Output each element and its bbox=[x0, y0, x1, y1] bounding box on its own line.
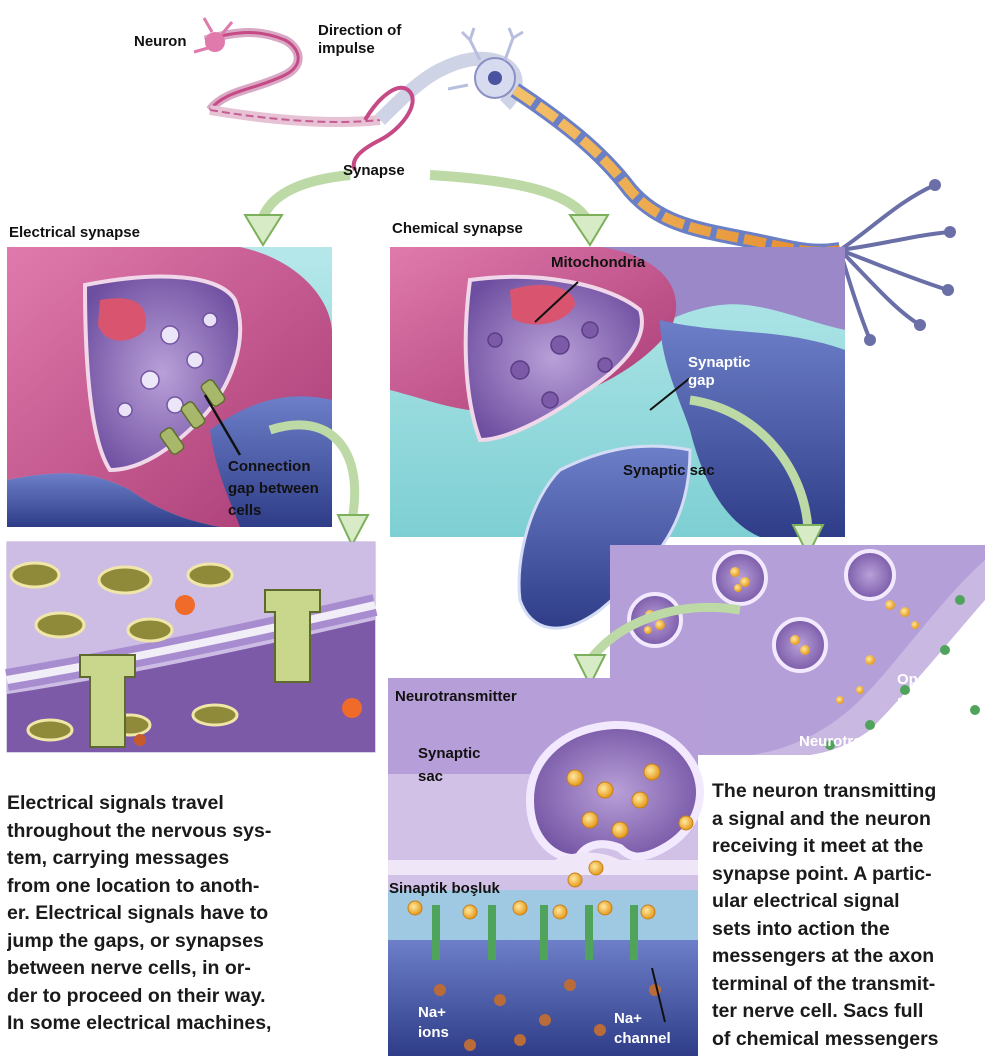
paragraph-right: The neuron transmitting a signal and the… bbox=[712, 778, 985, 1056]
label-connection-gap: Connection gap between cells bbox=[228, 456, 319, 522]
label-neurotransmitter-right: Neurotransmitter bbox=[799, 733, 921, 751]
label-synaptic-sac-bottom: Synaptic sac bbox=[418, 742, 481, 788]
arrow-right-head bbox=[570, 215, 608, 245]
label-direction-of-impulse: Direction of impulse bbox=[318, 22, 401, 58]
label-sinaptik-bosluk: Sinaptik boşluk bbox=[389, 880, 500, 898]
label-electrical-synapse: Electrical synapse bbox=[9, 224, 140, 242]
label-synaptic-gap: Synaptic gap bbox=[688, 354, 751, 390]
label-mitochondria: Mitochondria bbox=[551, 254, 645, 272]
arrow-left-head bbox=[245, 215, 282, 245]
paragraph-left: Electrical signals travel throughout the… bbox=[7, 790, 379, 1056]
label-na-ions: Na+ ions bbox=[418, 1003, 449, 1043]
electrical-zoom-panel bbox=[7, 542, 375, 752]
label-chemical-synapse: Chemical synapse bbox=[392, 220, 523, 238]
label-synapse: Synapse bbox=[343, 162, 405, 180]
label-neurotransmitter-left: Neurotransmitter bbox=[395, 688, 517, 706]
arrow-head-zoom-left bbox=[338, 515, 368, 545]
label-na-channel: Na+ channel bbox=[614, 1009, 671, 1049]
synapse-arrows bbox=[262, 175, 590, 225]
label-open-receptor: Open receptor bbox=[897, 669, 957, 713]
label-synaptic-sac-top: Synaptic sac bbox=[623, 462, 715, 480]
label-neuron: Neuron bbox=[134, 33, 187, 51]
bottom-zoom-panel bbox=[388, 678, 700, 1056]
